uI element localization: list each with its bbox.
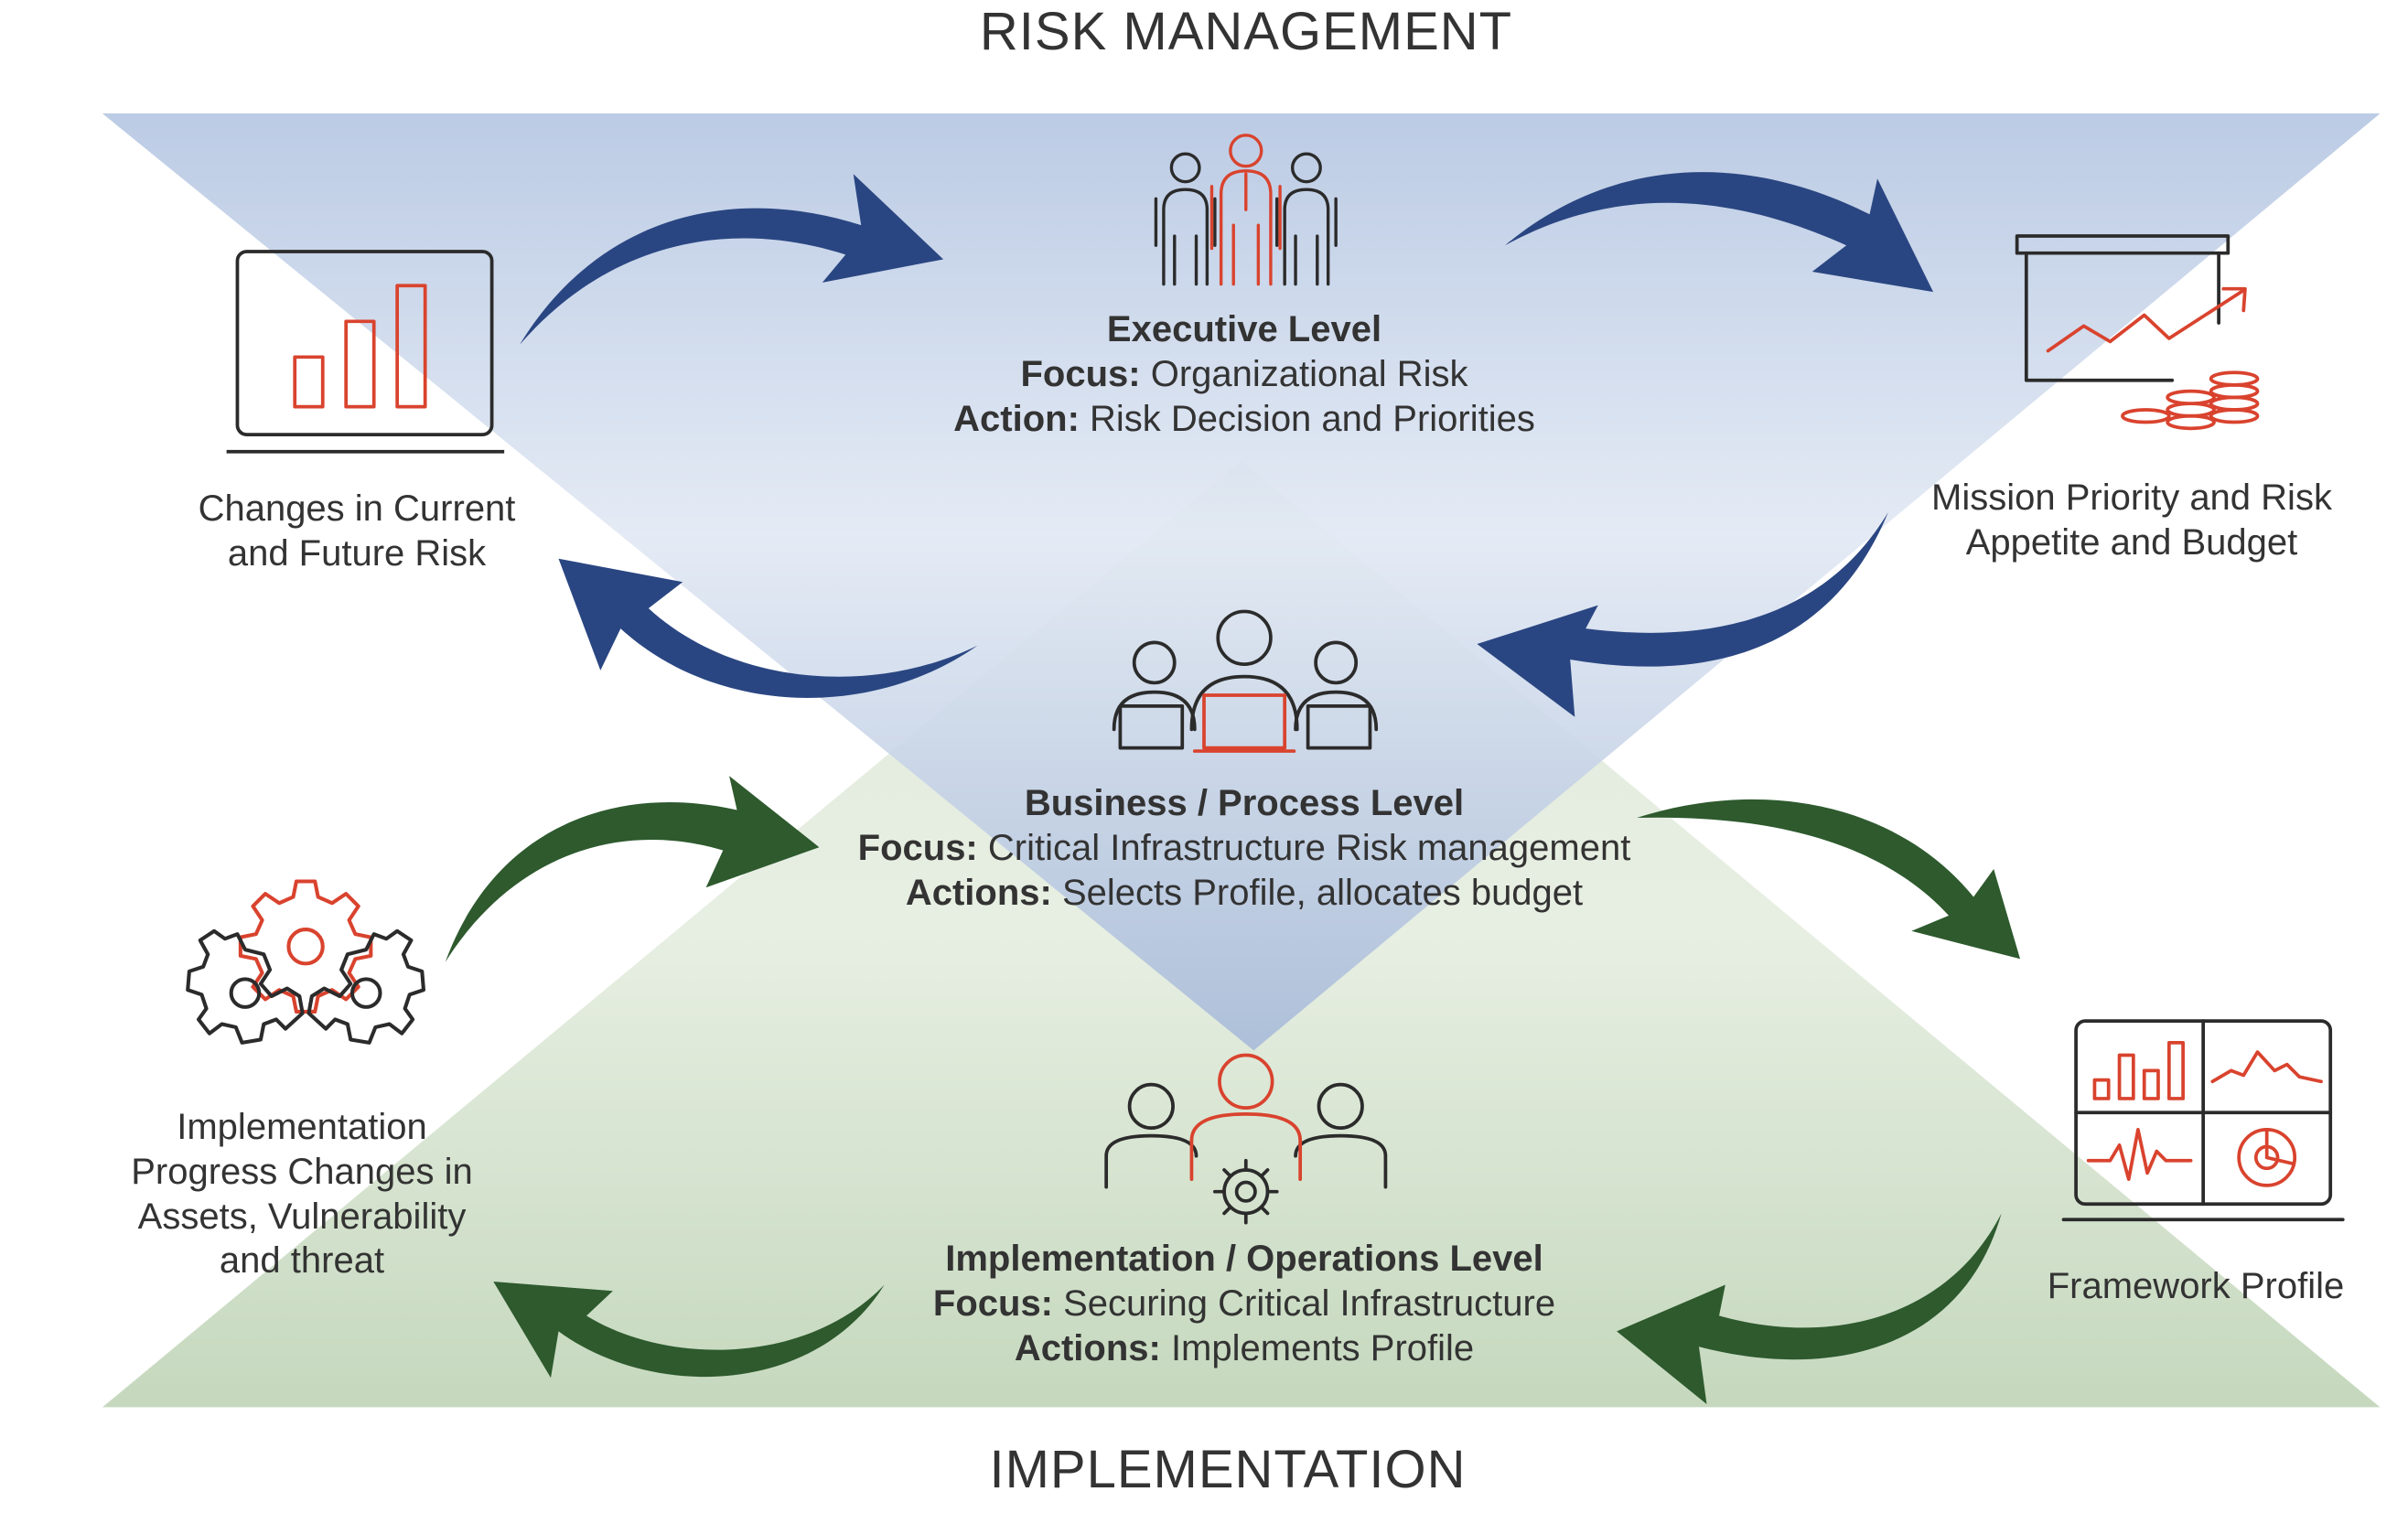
dashboard-monitor-icon	[2061, 1019, 2345, 1222]
business-focus-label: Focus:	[857, 827, 978, 868]
blue-arrow-top-left	[520, 174, 944, 345]
implementation-progress-line-2: Progress Changes in	[131, 1151, 473, 1192]
implementation-focus-line: Focus: Securing Critical Infrastructure	[833, 1282, 1656, 1326]
green-arrow-bottom-right	[1617, 1213, 2002, 1405]
mission-priority-line-1: Mission Priority and Risk	[1931, 478, 2332, 518]
business-level-heading: Business / Process Level	[1024, 783, 1465, 823]
implementation-title: IMPLEMENTATION	[989, 1440, 1467, 1499]
risk-management-title: RISK MANAGEMENT	[979, 2, 1513, 61]
blue-arrow-top-right	[1505, 172, 1934, 293]
implementation-action-line: Actions: Implements Profile	[833, 1326, 1656, 1371]
changes-risk-line-1: Changes in Current	[198, 488, 516, 529]
framework-profile-label: Framework Profile	[2004, 1264, 2388, 1309]
business-action-text: Selects Profile, allocates budget	[1051, 872, 1584, 913]
business-focus-text: Critical Infrastructure Risk management	[977, 827, 1631, 868]
business-action-line: Actions: Selects Profile, allocates budg…	[787, 871, 1702, 916]
executive-focus-text: Organizational Risk	[1140, 353, 1468, 394]
mission-priority-label: Mission Priority and Risk Appetite and B…	[1894, 476, 2370, 565]
executive-action-label: Action:	[953, 398, 1080, 439]
implementation-level-heading: Implementation / Operations Level	[945, 1239, 1543, 1279]
team-gear-icon	[1104, 1053, 1388, 1225]
executive-team-icon	[1154, 134, 1338, 286]
risk-management-triangle	[102, 113, 2381, 1051]
executive-level-heading: Executive Level	[1106, 309, 1382, 349]
implementation-action-text: Implements Profile	[1160, 1327, 1475, 1368]
executive-focus-line: Focus: Organizational Risk	[833, 352, 1656, 397]
green-arrow-right-down	[1637, 799, 2021, 960]
implementation-progress-line-3: Assets, Vulnerability	[137, 1196, 467, 1237]
blue-arrow-left-return	[558, 558, 978, 698]
framework-profile-line-1: Framework Profile	[2047, 1266, 2345, 1306]
implementation-level-block: Implementation / Operations Level Focus:…	[833, 1237, 1656, 1370]
business-action-label: Actions:	[905, 872, 1052, 913]
blue-arrow-right-return	[1477, 511, 1888, 717]
green-arrow-bottom-left	[493, 1282, 885, 1379]
implementation-progress-label: Implementation Progress Changes in Asset…	[101, 1105, 503, 1283]
changes-risk-line-2: and Future Risk	[227, 532, 487, 574]
implementation-progress-line-4: and threat	[219, 1240, 385, 1282]
executive-level-block: Executive Level Focus: Organizational Ri…	[833, 307, 1656, 441]
gears-icon	[186, 879, 426, 1045]
executive-action-text: Risk Decision and Priorities	[1079, 398, 1535, 439]
business-focus-line: Focus: Critical Infrastructure Risk mana…	[787, 826, 1702, 871]
mission-priority-line-2: Appetite and Budget	[1965, 521, 2298, 563]
executive-action-line: Action: Risk Decision and Priorities	[833, 397, 1656, 442]
business-level-block: Business / Process Level Focus: Critical…	[787, 781, 1702, 915]
presentation-board-coins-icon	[2015, 234, 2260, 431]
implementation-focus-label: Focus:	[932, 1282, 1054, 1324]
green-arrow-left-up	[445, 776, 820, 962]
changes-risk-label: Changes in Current and Future Risk	[146, 487, 567, 576]
team-laptops-icon	[1112, 609, 1379, 753]
laptop-bar-chart-icon	[226, 250, 505, 454]
implementation-progress-line-1: Implementation	[177, 1107, 427, 1147]
executive-focus-label: Focus:	[1020, 353, 1141, 394]
implementation-action-label: Actions:	[1014, 1327, 1161, 1368]
implementation-focus-text: Securing Critical Infrastructure	[1053, 1282, 1556, 1324]
